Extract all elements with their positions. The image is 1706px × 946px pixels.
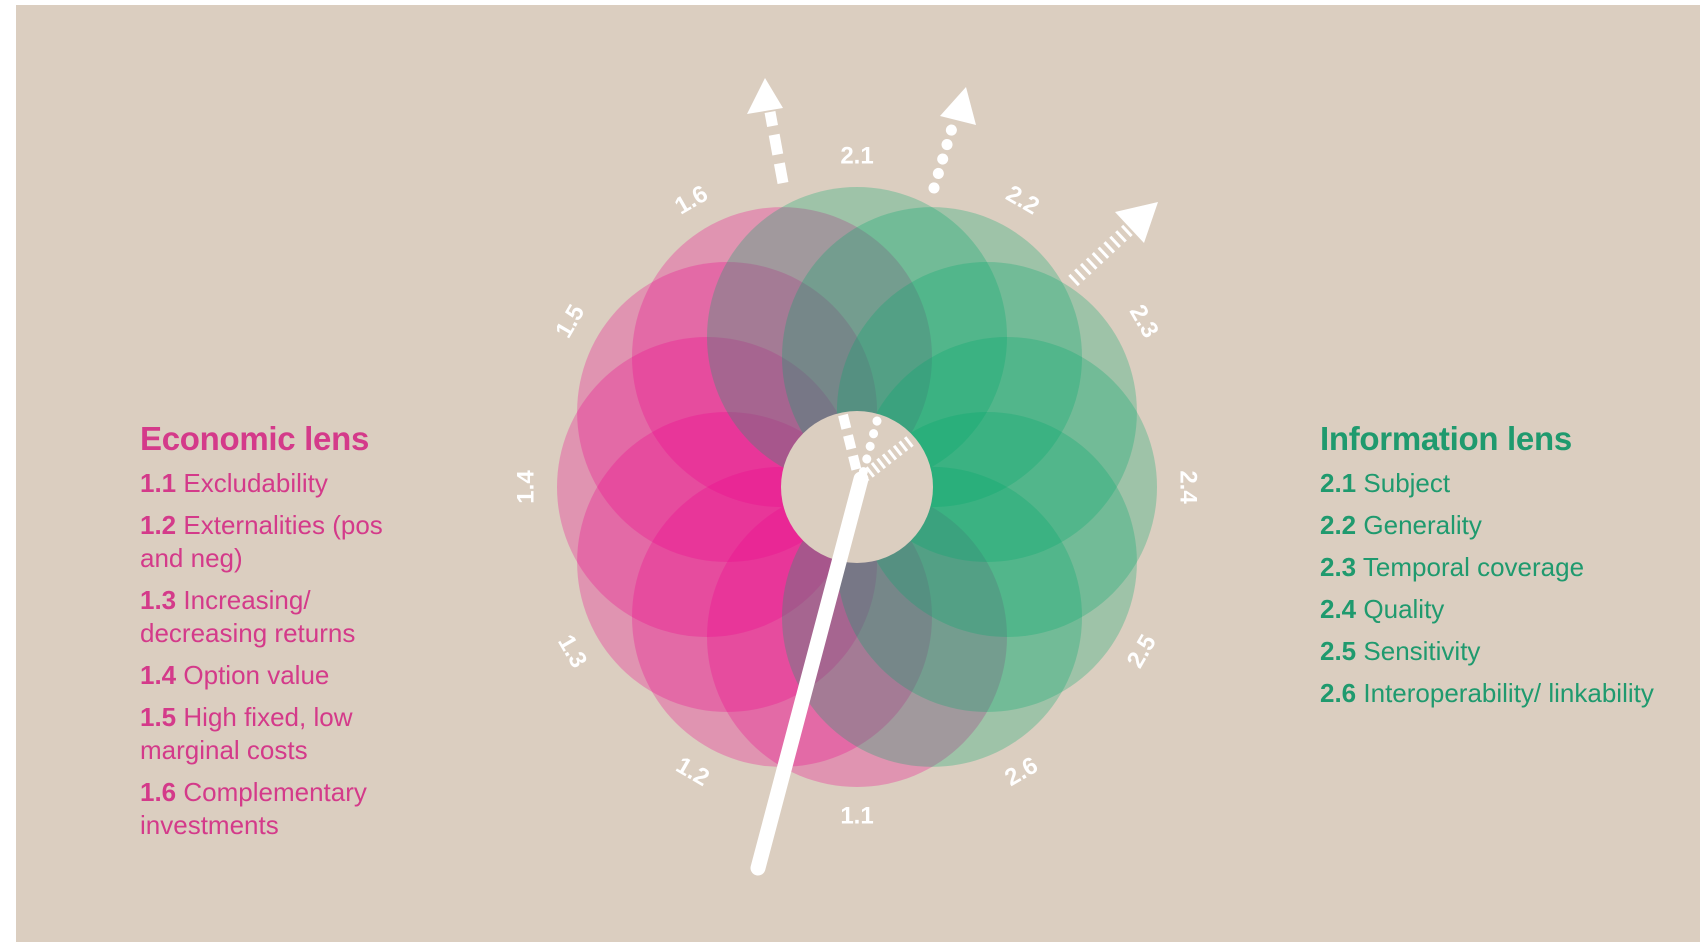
pink-circle-4 [557, 337, 857, 637]
item-number: 1.1 [140, 468, 177, 498]
economic-item-1-2: 1.2 Externalities (pos and neg) [140, 509, 430, 575]
information-lens-title: Information lens [1320, 420, 1572, 457]
direction-arrows [747, 78, 1158, 287]
wheel-label-2-3: 2.3 [1124, 300, 1164, 342]
item-text: Excludability [183, 468, 328, 498]
dashed-arrow-icon [747, 78, 789, 184]
item-number: 1.6 [140, 777, 177, 807]
wheel-label-2-5: 2.5 [1122, 630, 1162, 672]
information-item-2-4: 2.4 Quality [1320, 593, 1690, 626]
wheel-label-2-6: 2.6 [1000, 752, 1042, 792]
item-text: Sensitivity [1363, 636, 1481, 666]
item-number: 2.3 [1320, 552, 1357, 582]
wheel-label-2-1: 2.1 [840, 142, 873, 169]
item-number: 1.3 [140, 585, 177, 615]
pink-circle-1 [707, 487, 1007, 787]
item-number: 2.1 [1320, 468, 1357, 498]
item-number: 1.2 [140, 510, 177, 540]
information-item-2-5: 2.5 Sensitivity [1320, 635, 1690, 668]
economic-item-1-4: 1.4 Option value [140, 659, 430, 692]
item-text: Option value [183, 660, 330, 690]
item-text: Interoperability/ linkability [1363, 678, 1654, 708]
economic-item-1-3: 1.3 Increasing/ decreasing returns [140, 584, 430, 650]
wheel-label-1-3: 1.3 [552, 630, 592, 672]
wheel-label-1-6: 1.6 [670, 180, 712, 220]
wheel-label-2-4: 2.4 [1175, 470, 1202, 504]
item-number: 1.4 [140, 660, 177, 690]
information-lens-legend: Information lens 2.1 Subject 2.2 General… [1320, 420, 1690, 719]
information-item-2-6: 2.6 Interoperability/ linkability [1320, 677, 1690, 710]
item-text: High fixed, low marginal costs [140, 702, 353, 765]
economic-item-1-6: 1.6 Complementary investments [140, 776, 430, 842]
green-circle-1 [707, 187, 1007, 487]
information-item-2-3: 2.3 Temporal coverage [1320, 551, 1690, 584]
wheel-label-1-1: 1.1 [840, 802, 873, 829]
item-text: Subject [1363, 468, 1451, 498]
wheel-label-2-2: 2.2 [1001, 180, 1043, 220]
economic-item-1-1: 1.1 Excludability [140, 467, 430, 500]
pointer-needle [750, 471, 869, 876]
item-number: 2.4 [1320, 594, 1357, 624]
item-text: Complementary investments [140, 777, 367, 840]
information-item-2-2: 2.2 Generality [1320, 509, 1690, 542]
information-item-2-1: 2.1 Subject [1320, 467, 1690, 500]
item-text: Temporal coverage [1362, 552, 1585, 582]
wheel-label-1-2: 1.2 [671, 752, 713, 792]
green-circle-4 [857, 337, 1157, 637]
item-text: Generality [1363, 510, 1482, 540]
wheel-label-1-5: 1.5 [550, 300, 590, 342]
dotted-arrow-icon [928, 87, 976, 194]
economic-lens-legend: Economic lens 1.1 Excludability 1.2 Exte… [140, 420, 430, 851]
hub-marks [838, 413, 914, 481]
item-number: 2.6 [1320, 678, 1357, 708]
item-number: 2.5 [1320, 636, 1357, 666]
item-text: Externalities (pos and neg) [140, 510, 383, 573]
hatched-arrow-icon [1068, 202, 1158, 287]
economic-lens-title: Economic lens [140, 420, 370, 457]
item-number: 2.2 [1320, 510, 1357, 540]
item-text: Quality [1363, 594, 1445, 624]
economic-item-1-5: 1.5 High fixed, low marginal costs [140, 701, 430, 767]
item-number: 1.5 [140, 702, 177, 732]
item-text: Increasing/ decreasing returns [140, 585, 356, 648]
wheel-label-1-4: 1.4 [512, 470, 539, 504]
